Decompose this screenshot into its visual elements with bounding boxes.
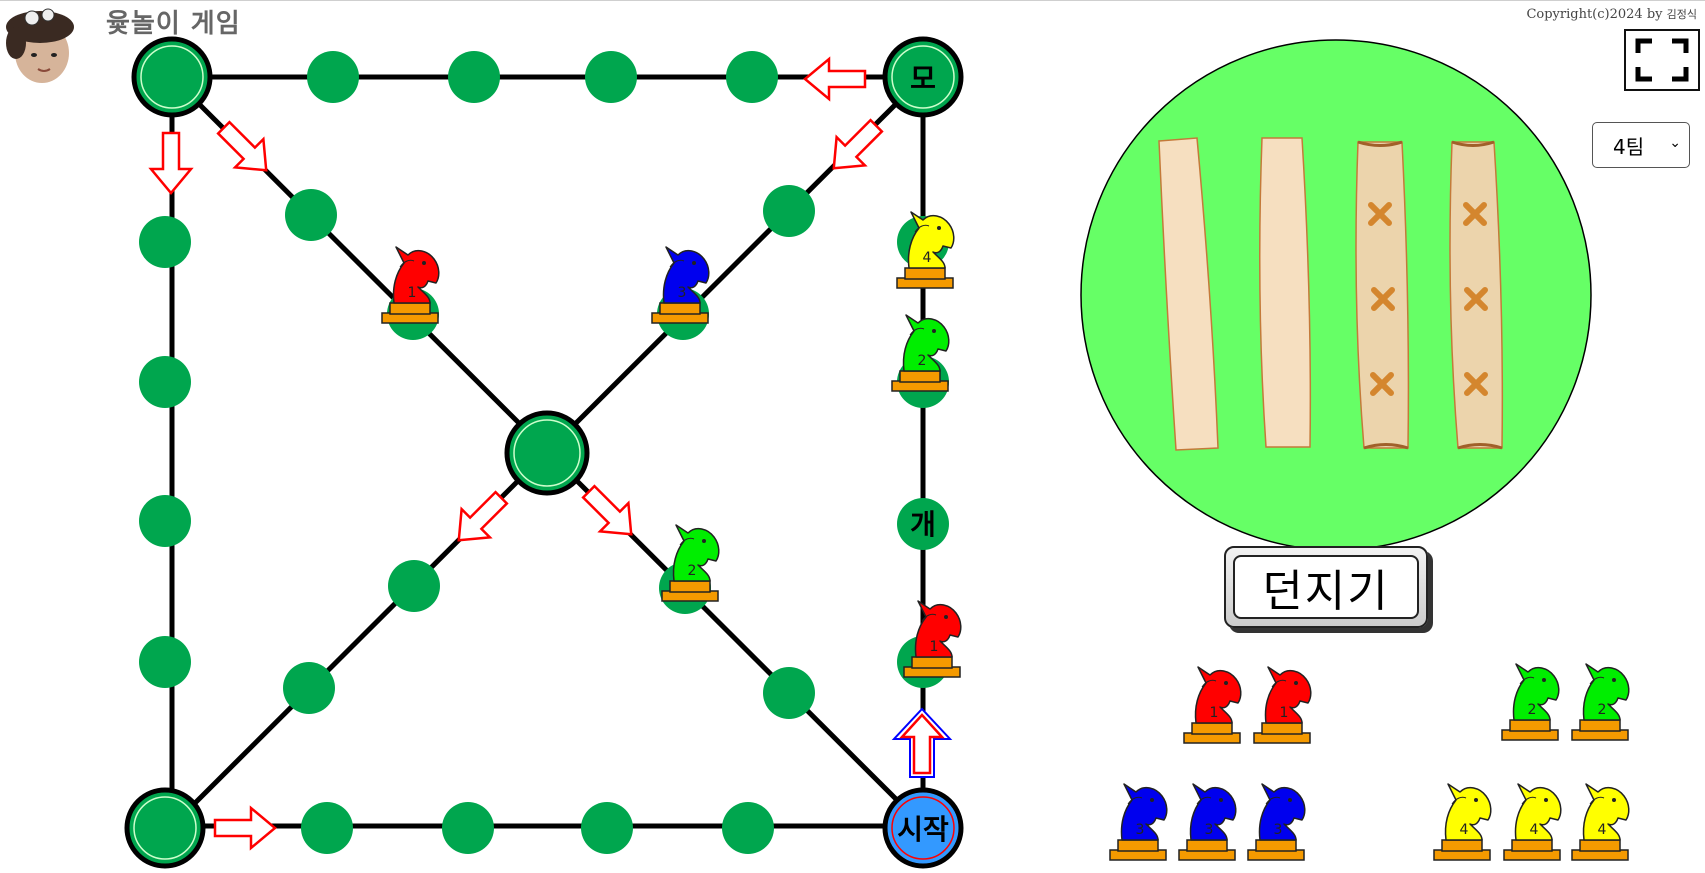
direction-arrows: [148, 56, 953, 851]
player-avatar: [2, 3, 80, 83]
svg-text:2: 2: [918, 353, 927, 369]
yut-stick-marked: [1449, 140, 1504, 450]
copyright-text: Copyright(c)2024 by 김정식: [1526, 6, 1697, 22]
arrow-diagonal-icon: [832, 118, 884, 170]
station-label-gae: 개: [910, 508, 936, 541]
board-node[interactable]: [442, 802, 494, 854]
arrow-up-icon: [891, 707, 953, 778]
team-count-select[interactable]: 4팀 ⌄: [1592, 122, 1690, 168]
station-label-mo: 모: [910, 62, 936, 95]
reserve-horse-green[interactable]: 2: [1571, 663, 1630, 741]
center-node[interactable]: [504, 410, 590, 496]
reserve-blue: 3 3 3: [1109, 783, 1306, 861]
board-node[interactable]: [285, 189, 337, 241]
svg-text:2: 2: [1528, 702, 1537, 718]
svg-text:1: 1: [408, 285, 417, 301]
board-node[interactable]: [307, 51, 359, 103]
throw-area: [1080, 39, 1592, 551]
board-node[interactable]: [139, 216, 191, 268]
page-title: 윷놀이 게임: [106, 9, 241, 39]
board-node[interactable]: [726, 51, 778, 103]
x-mark-icon: [1463, 202, 1488, 396]
board-node[interactable]: [139, 636, 191, 688]
yut-stick-flat: [1158, 137, 1219, 451]
reserve-pieces: 1 1 2 2 3 3 3 4 4 4: [1109, 663, 1630, 861]
svg-text:4: 4: [1460, 822, 1469, 838]
horse-piece-green[interactable]: 2: [661, 524, 720, 602]
horse-piece-blue[interactable]: 3: [651, 246, 710, 324]
board-node[interactable]: [283, 662, 335, 714]
team-count-value: 4팀: [1613, 134, 1645, 159]
yut-stick-marked: [1355, 140, 1410, 450]
reserve-horse-yellow[interactable]: 4: [1571, 783, 1630, 861]
yut-stick-flat: [1259, 137, 1312, 448]
corner-node-bottom-left[interactable]: [124, 787, 206, 869]
reserve-horse-red[interactable]: 1: [1253, 666, 1312, 744]
throw-button[interactable]: 던지기: [1224, 546, 1428, 628]
board-node[interactable]: [301, 802, 353, 854]
arrow-diagonal-icon: [457, 490, 509, 542]
copyright-prefix: Copyright(c)2024 by: [1526, 7, 1667, 22]
svg-text:4: 4: [1598, 822, 1607, 838]
horse-piece-red[interactable]: 1: [903, 600, 962, 678]
reserve-horse-green[interactable]: 2: [1501, 663, 1560, 741]
arrow-diagonal-icon: [216, 120, 268, 172]
board-node[interactable]: [722, 802, 774, 854]
fullscreen-icon: [1635, 38, 1689, 82]
station-nodes: [124, 36, 964, 869]
reserve-green: 2 2: [1501, 663, 1630, 741]
pieces-on-board: 1 3 4 2 2 1: [381, 211, 962, 678]
board-node[interactable]: [763, 667, 815, 719]
reserve-horse-blue[interactable]: 3: [1109, 783, 1168, 861]
arrow-right-icon: [213, 805, 277, 851]
svg-text:3: 3: [1274, 822, 1283, 838]
reserve-red: 1 1: [1183, 666, 1312, 744]
arrow-down-icon: [148, 131, 194, 195]
start-node[interactable]: [882, 787, 964, 869]
horse-piece-green[interactable]: 2: [891, 314, 950, 392]
x-mark-icon: [1368, 202, 1395, 396]
reserve-horse-blue[interactable]: 3: [1178, 783, 1237, 861]
arrow-left-icon: [803, 56, 867, 102]
svg-text:2: 2: [1598, 702, 1607, 718]
corner-node-top-left[interactable]: [131, 36, 213, 118]
horse-piece-yellow[interactable]: 4: [896, 211, 955, 289]
board-node[interactable]: [897, 498, 949, 550]
throw-button-label: 던지기: [1233, 555, 1419, 619]
svg-text:1: 1: [930, 639, 939, 655]
svg-text:1: 1: [1280, 705, 1289, 721]
svg-text:4: 4: [1530, 822, 1539, 838]
board-node[interactable]: [388, 560, 440, 612]
reserve-horse-red[interactable]: 1: [1183, 666, 1242, 744]
corner-node-mo[interactable]: [882, 36, 964, 118]
reserve-horse-blue[interactable]: 3: [1247, 783, 1306, 861]
svg-text:4: 4: [923, 250, 932, 266]
svg-text:2: 2: [688, 563, 697, 579]
board-node[interactable]: [139, 495, 191, 547]
svg-text:1: 1: [1210, 705, 1219, 721]
board-node[interactable]: [581, 802, 633, 854]
arrow-diagonal-icon: [581, 484, 633, 536]
horse-piece-red[interactable]: 1: [381, 246, 440, 324]
board-node[interactable]: [763, 185, 815, 237]
station-label-start: 시작: [897, 813, 949, 846]
reserve-yellow: 4 4 4: [1433, 783, 1630, 861]
reserve-horse-yellow[interactable]: 4: [1503, 783, 1562, 861]
chevron-down-icon: ⌄: [1669, 135, 1681, 151]
svg-text:3: 3: [1136, 822, 1145, 838]
svg-text:3: 3: [678, 285, 687, 301]
board-node[interactable]: [139, 356, 191, 408]
fullscreen-button[interactable]: [1624, 29, 1700, 91]
copyright-author: 김정식: [1666, 8, 1697, 21]
board-node[interactable]: [585, 51, 637, 103]
board-node[interactable]: [448, 51, 500, 103]
svg-text:3: 3: [1205, 822, 1214, 838]
reserve-horse-yellow[interactable]: 4: [1433, 783, 1492, 861]
